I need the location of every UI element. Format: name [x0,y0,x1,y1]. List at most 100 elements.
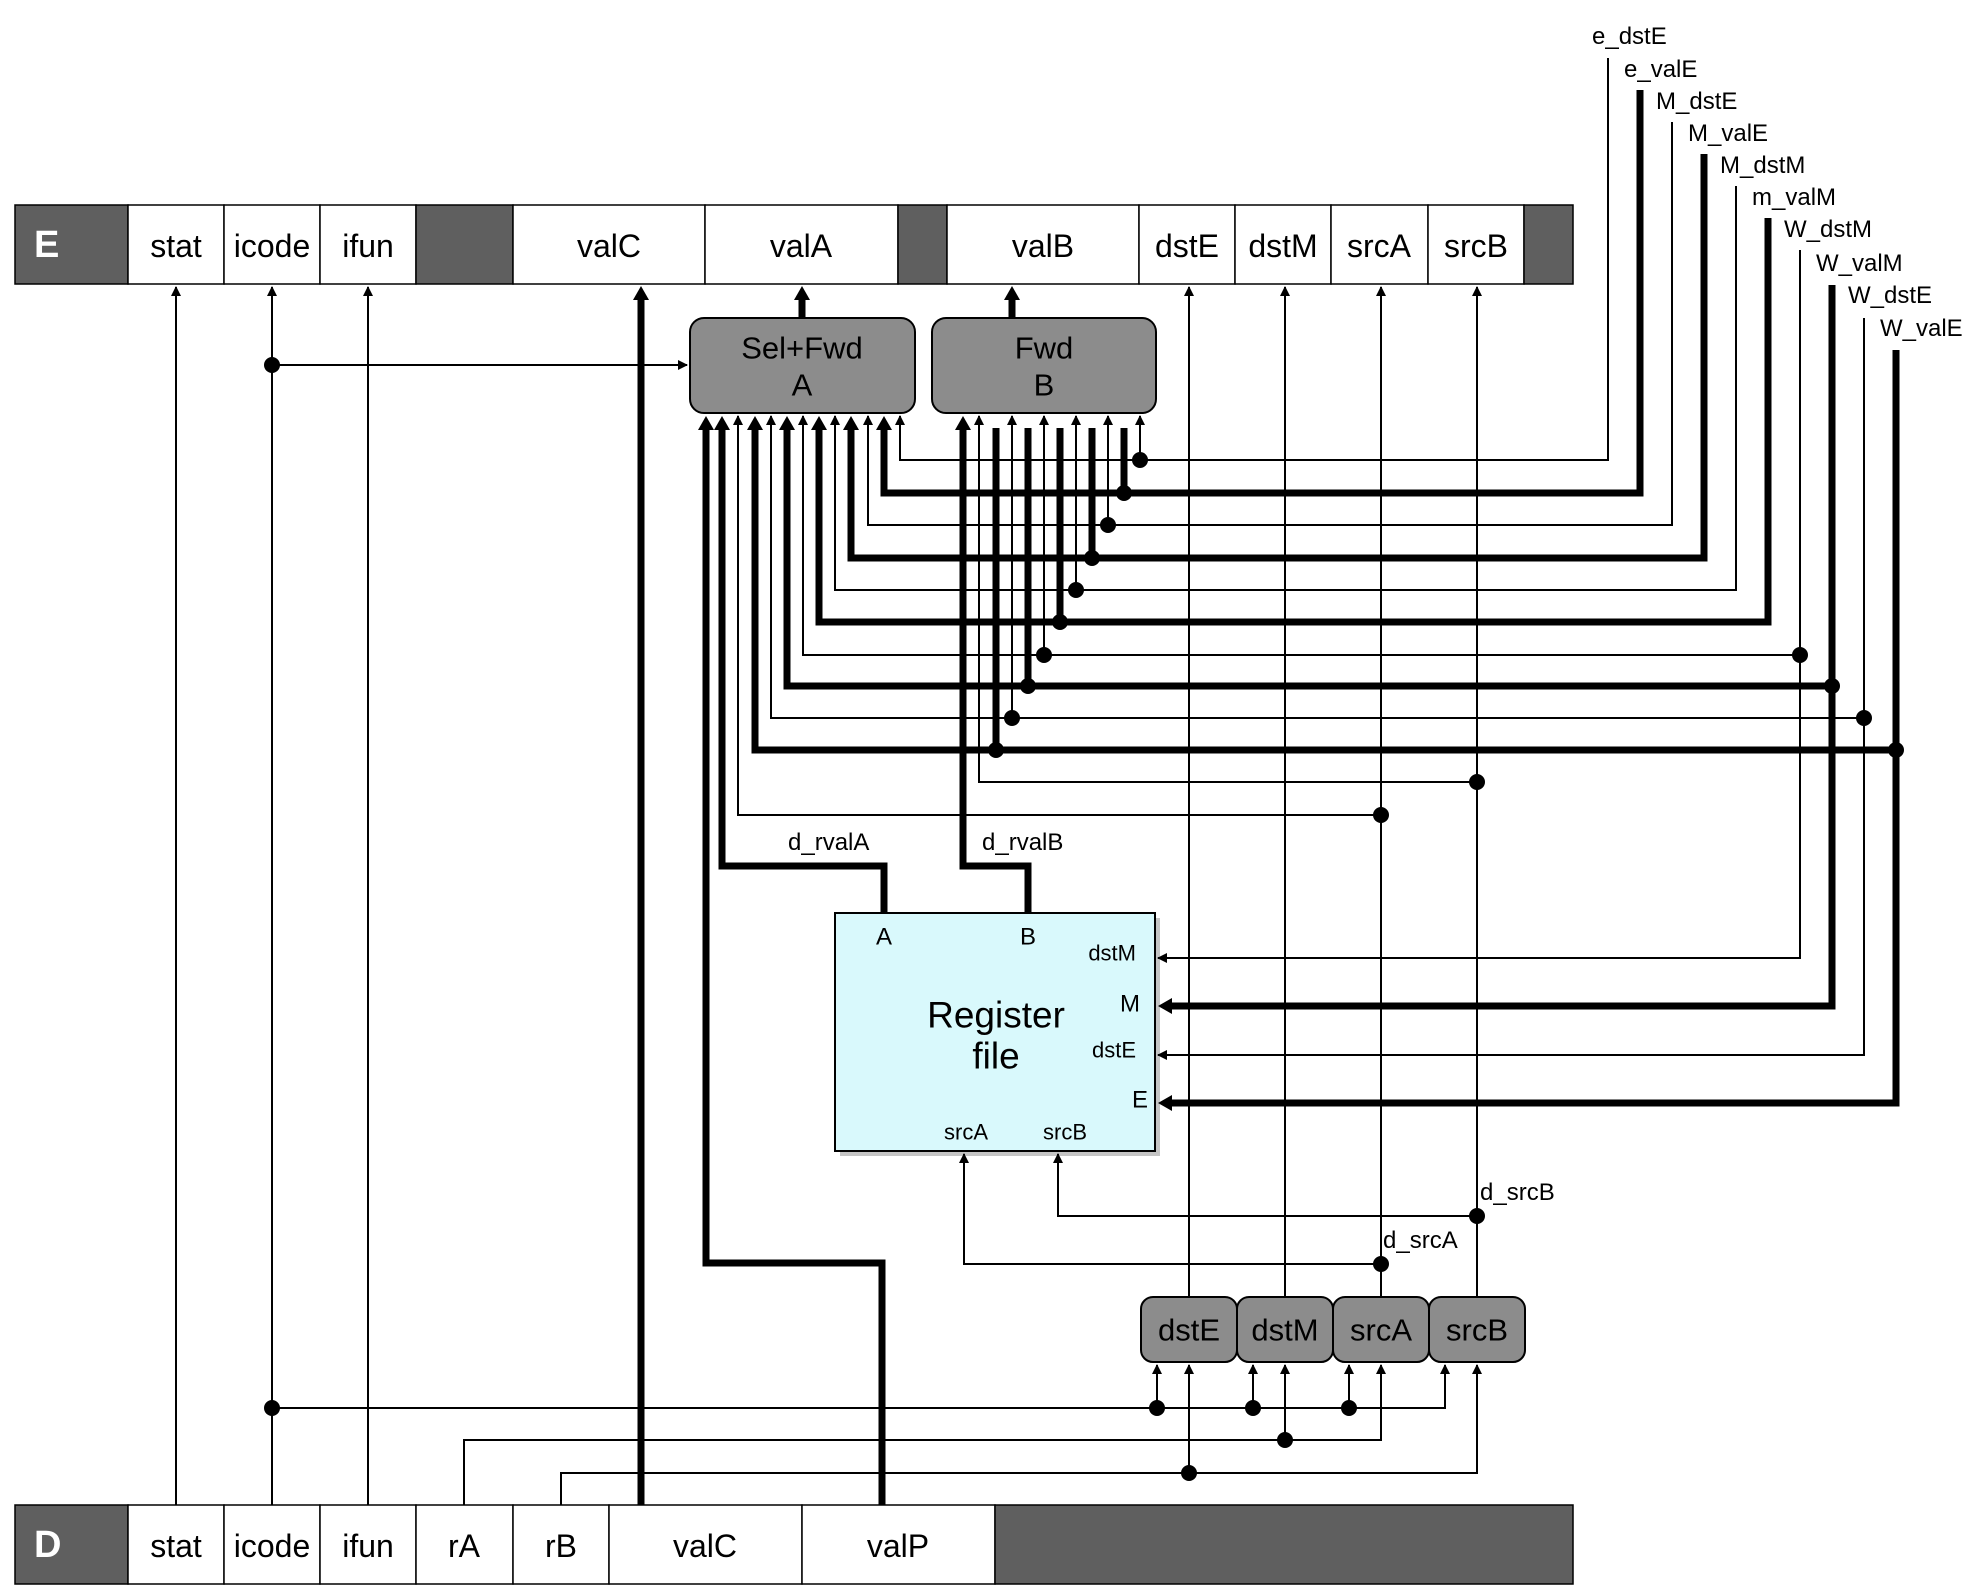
bus-d_rvalA [718,428,888,913]
bus-valA-arrowhead [794,286,810,300]
sel-fwd-a-block: Sel+Fwd A [689,317,916,414]
decode-srcB-label: srcB [1446,1313,1508,1348]
d-field-valP: valP [867,1528,929,1564]
e-field-ifun: ifun [342,228,394,264]
bus-m_valM-arrowhead [811,416,827,430]
d-field-icode-box [223,1504,321,1585]
e-field-valB-box [946,204,1140,285]
e-field-dstM: dstM [1248,228,1317,264]
e-field-valC-box [512,204,706,285]
fwd-b-block: Fwd B [931,317,1157,414]
junction-dot [1036,647,1052,663]
junction-dot [1824,678,1840,694]
signal-label-d_srcB: d_srcB [1480,1179,1555,1206]
d-field-rB: rB [545,1528,577,1564]
signal-label-d_rvalA: d_rvalA [788,829,869,856]
fwd-b-label-line1: Fwd [1015,331,1074,366]
e-field-srcB-box [1427,204,1525,285]
junction-dot [1100,517,1116,533]
decode-dstM-label: dstM [1251,1313,1318,1348]
d-field-ifun-box [319,1504,417,1585]
bus-valC-arrowhead [633,286,649,300]
wire-d-srcB-to-regfile [1053,1153,1477,1217]
register-file-port-srcA: srcA [944,1120,988,1145]
junction-dot [1373,807,1389,823]
e-field-stat: stat [150,228,202,264]
register-file-port-A: A [876,924,892,951]
signal-label-W_valM: W_valM [1816,250,1903,277]
e-field-dstM-box [1234,204,1332,285]
e-field-dstE: dstE [1155,228,1219,264]
register-file-title-line1: Register [927,995,1065,1036]
junction-dot [1068,582,1084,598]
wire-M_dstE [863,122,1673,526]
wire-W_dstE [766,318,1865,719]
bus-e_valE-arrowhead [876,416,892,430]
bus-W_valE-to-regfile [1172,750,1900,1107]
junction-dot [1856,710,1872,726]
signal-label-M_dstE: M_dstE [1656,88,1737,115]
junction-dot [264,357,280,373]
register-file-port-dstM: dstM [1088,941,1136,966]
wire-W_dstM [798,250,1801,656]
bus-W_valM-rf-arrowhead [1158,998,1172,1014]
junction-dot [1245,1400,1261,1416]
d-field-stat: stat [150,1528,202,1564]
bus-e_valE [880,90,1644,497]
e-field-icode: icode [234,228,311,264]
signal-label-d_rvalB: d_rvalB [982,829,1063,856]
fwd-b-box [931,317,1157,414]
d-field-valC: valC [673,1528,737,1564]
junction-dot [1469,774,1485,790]
bus-W_valM-arrowhead [779,416,795,430]
e-field-dstE-box [1138,204,1236,285]
signal-labels: e_dstE e_valE M_dstE M_valE M_dstM m_val… [788,23,1963,1254]
bus-M_valE-arrowhead [843,416,859,430]
e-unused-slot [897,204,948,285]
d-field-ifun: ifun [342,1528,394,1564]
signal-label-e_dstE: e_dstE [1592,23,1667,50]
register-file: Register file A B dstM M dstE E srcA src… [834,912,1160,1156]
register-file-title-line2: file [972,1036,1019,1077]
e-field-icode-box [223,204,321,285]
register-file-port-dstE: dstE [1092,1038,1136,1063]
bus-d_rvalB-arrowhead [955,416,971,430]
junction-dot [264,1400,280,1416]
e-field-srcB: srcB [1444,228,1508,264]
bus-W_valM-to-regfile [1172,686,1836,1010]
d-field-valP-box [801,1504,996,1585]
e-pipeline-register: E stat icode ifun valC valA valB dstE ds… [14,204,1574,285]
e-field-valA-box [704,204,899,285]
register-file-port-M: M [1120,991,1140,1018]
signal-label-d_srcA: d_srcA [1383,1227,1458,1254]
decode-srcA-label: srcA [1350,1313,1412,1348]
wire-W_dstE-to-regfile [1157,718,1865,1060]
decode-logic-blocks: dstE dstM srcA srcB [1140,1296,1526,1363]
d-field-rA: rA [448,1528,481,1564]
bus-valB-arrowhead [1004,286,1020,300]
junction-dot [1373,1256,1389,1272]
wire-rA-to-srcA [463,1364,1386,1505]
junction-dot [1004,710,1020,726]
e-field-ifun-box [319,204,417,285]
wire-e_dstE [895,58,1609,461]
e-stage-label: E [34,224,59,266]
e-unused-slot [415,204,514,285]
bus-d_rvalB [959,428,1032,913]
register-file-port-E: E [1132,1087,1148,1114]
signal-label-W_valE: W_valE [1880,315,1963,342]
wire-icode-to-decode [272,1364,1450,1409]
e-unused-slot [1523,204,1574,285]
bus-d_rvalA-arrowhead [714,416,730,430]
junction-dot [1181,1465,1197,1481]
bus-W_valE-rf-arrowhead [1158,1095,1172,1111]
decode-dstE-label: dstE [1158,1313,1220,1348]
wire-d-srcA-to-selfwd [733,415,1381,816]
fwd-b-value-taps [992,428,1128,750]
junction-dot [1341,1400,1357,1416]
e-field-stat-box [127,204,225,285]
wire-d-srcA-to-regfile [959,1153,1381,1265]
junction-dot [1132,452,1148,468]
junction-dot [1469,1208,1485,1224]
